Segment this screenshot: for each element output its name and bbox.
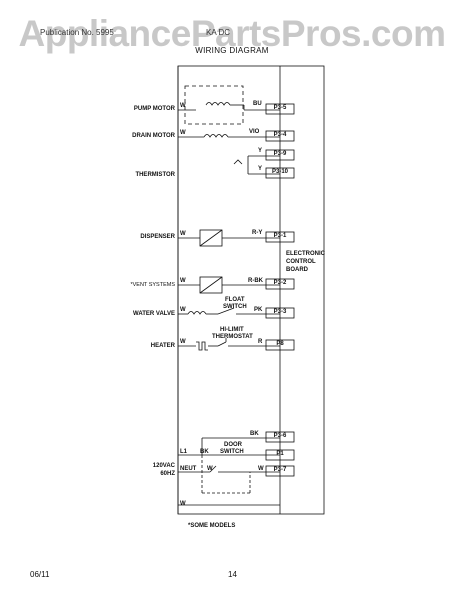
terminal-p3-7: P3-7 [273,467,287,473]
wire-y-1: Y [258,148,263,154]
door-switch-label-2: SWITCH [220,449,244,455]
footnote: *SOME MODELS [188,523,236,529]
door-switch-label-1: DOOR [224,442,242,448]
hi-limit-label-1: HI-LIMIT [220,327,244,333]
terminal-p3-3: P3-3 [273,309,287,315]
terminal-p3-2: P3-2 [273,280,287,286]
board-label-line-1: ELECTRONIC [286,251,325,257]
wire-pk: PK [254,307,263,313]
footer-date: 06/11 [30,570,50,579]
wire-w-dispenser: W [180,231,186,237]
model-code: KA DC [206,28,231,37]
publication-number: Publication No. 5995 [40,28,114,37]
terminal-p3-9: P3-9 [273,151,287,157]
heater-label: HEATER [150,343,175,349]
wire-w-p37: W [258,466,264,472]
terminal-p3-5: P3-5 [273,105,287,111]
drain-motor-label: DRAIN MOTOR [132,133,175,139]
wire-w-bottom: W [180,501,186,507]
terminal-p8: P8 [276,341,284,347]
wire-l1: L1 [180,449,188,455]
float-switch-label-2: SWITCH [223,304,247,310]
board-label-line-2: CONTROL [286,259,316,265]
wire-ry: R-Y [252,230,263,236]
page-number: 14 [228,570,237,579]
wire-bk-2: BK [200,449,209,455]
wire-w-heater: W [180,339,186,345]
thermistor-label: THERMISTOR [135,172,175,178]
control-board-label: ELECTRONIC CONTROL BOARD [286,250,325,274]
wire-bk-1: BK [250,431,259,437]
terminal-p3-4: P3-4 [273,132,287,138]
thermistor-symbol [233,159,243,165]
pump-motor-label: PUMP MOTOR [133,106,175,112]
wire-r: R [258,339,263,345]
terminal-p3-1: P3-1 [273,233,287,239]
wire-w-drain: W [180,130,186,136]
wire-w-valve: W [180,307,186,313]
water-valve-label: WATER VALVE [133,311,175,317]
drain-motor-coil [203,134,229,138]
wire-y-2: Y [258,166,263,172]
heater-element [196,341,208,351]
diagram-title: WIRING DIAGRAM [195,46,269,55]
water-valve-coil [187,311,207,315]
watermark: AppliancePartsPros.com [18,13,446,54]
wire-w-pump: W [180,103,186,109]
supply-voltage-label: 120VAC [152,463,175,469]
terminal-p3-10: P3-10 [271,169,288,175]
supply-frequency-label: 60HZ [160,471,175,477]
board-label-line-3: BOARD [286,267,308,273]
terminal-p1: P1 [276,451,284,457]
wire-vio: VIO [249,129,260,135]
wire-bu: BU [253,101,262,107]
pump-motor-coil [205,102,231,106]
vent-systems-label: *VENT SYSTEMS [130,282,175,288]
hi-limit-label-2: THERMOSTAT [212,334,253,340]
wire-w-vent: W [180,278,186,284]
terminal-p3-6: P3-6 [273,433,287,439]
dispenser-label: DISPENSER [140,234,175,240]
wire-w-neut: W [207,466,213,472]
wire-neut: NEUT [180,466,197,472]
float-switch-label-1: FLOAT [225,297,245,303]
wire-rbk: R-BK [248,278,263,284]
